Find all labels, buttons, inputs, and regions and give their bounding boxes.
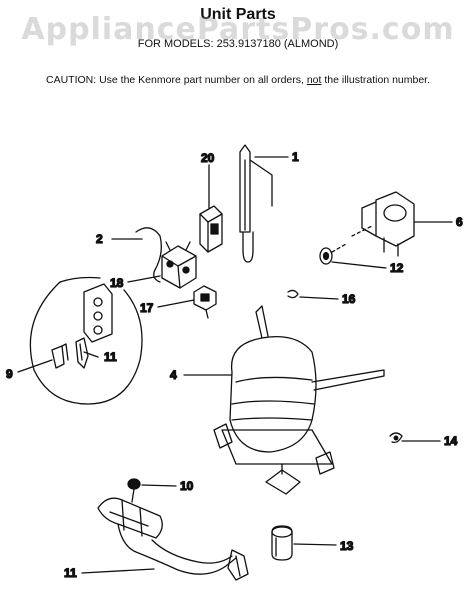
part-14-clip[interactable] <box>389 432 403 444</box>
part-11-power-cord[interactable] <box>97 497 249 581</box>
callout-4: 4 <box>170 368 177 382</box>
part-1-capillary-bulb[interactable] <box>239 144 273 263</box>
callout-1: 1 <box>292 150 299 164</box>
caution-suffix: the illustration number. <box>321 74 431 86</box>
part-2-wire-clip[interactable] <box>135 227 162 283</box>
callout-13: 13 <box>340 539 354 553</box>
callout-17: 17 <box>140 301 154 315</box>
part-4-compressor[interactable] <box>213 305 385 495</box>
caution-emphasis: not <box>306 74 322 86</box>
models-subtitle: FOR MODELS: 253.9137180 (ALMOND) <box>137 38 339 50</box>
callout-6: 6 <box>456 215 463 229</box>
leader-lines <box>17 156 453 574</box>
callout-2: 2 <box>96 232 103 246</box>
callout-10: 10 <box>180 479 194 493</box>
part-6-fan-motor[interactable] <box>351 191 415 257</box>
inset-circle <box>29 276 143 405</box>
callout-18: 18 <box>110 276 124 290</box>
part-13-cap[interactable] <box>271 525 293 561</box>
callout-11-cord: 11 <box>64 566 77 580</box>
callout-16: 16 <box>342 292 356 306</box>
callout-11-inset: 11 <box>104 350 117 364</box>
caution-note: CAUTION: Use the Kenmore part number on … <box>0 74 476 86</box>
part-9-terminal-clip[interactable] <box>51 343 69 369</box>
part-18-start-relay[interactable] <box>161 241 197 289</box>
callout-labels: 1 20 2 18 17 4 9 11 6 12 16 14 10 13 11 <box>5 149 463 580</box>
caution-prefix: CAUTION: Use the Kenmore part number on … <box>45 74 307 86</box>
callout-14: 14 <box>444 434 458 448</box>
part-16-wire-tie[interactable] <box>287 289 299 299</box>
part-17-overload-protector[interactable] <box>193 285 217 319</box>
part-12-grommet[interactable] <box>319 243 347 265</box>
callout-9: 9 <box>6 367 13 381</box>
callout-12: 12 <box>390 261 404 275</box>
part-20-relay-cover[interactable] <box>199 205 223 253</box>
part-10-grommet[interactable] <box>127 478 141 503</box>
diagram-title: Unit Parts <box>200 6 276 23</box>
callout-20: 20 <box>201 151 215 165</box>
part-11-terminal-board[interactable] <box>75 283 113 369</box>
